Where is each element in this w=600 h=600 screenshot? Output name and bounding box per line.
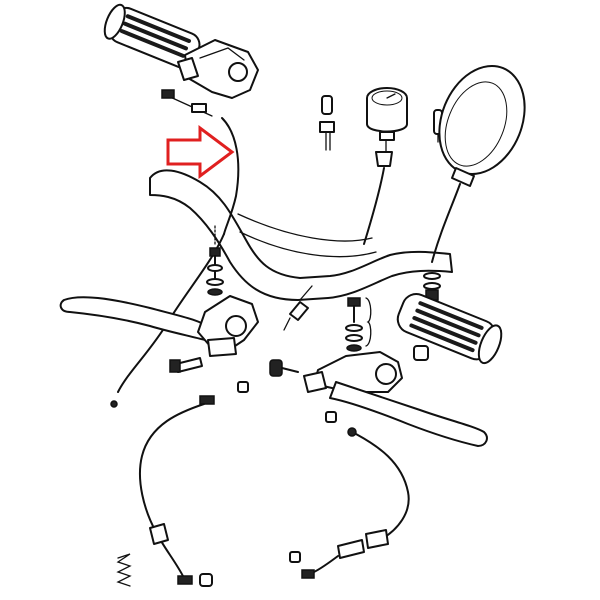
clutch-perch (197, 295, 259, 357)
mirror-stem (431, 183, 461, 263)
cable-end-nut (199, 551, 301, 587)
throttle-housing (177, 39, 259, 99)
brake-perch (303, 351, 403, 393)
perch-bolt (169, 357, 203, 373)
handlebar (149, 169, 453, 301)
clutch-lever (59, 296, 211, 341)
throttle-grip (103, 3, 201, 69)
clutch-cable (138, 395, 215, 585)
brake-lever (329, 381, 488, 447)
cable-clip (237, 381, 337, 423)
right-grip (396, 293, 503, 365)
speedometer-cable (363, 167, 385, 245)
mirror-mount-nut (423, 272, 441, 301)
brake-cable (301, 427, 410, 579)
speedometer (366, 87, 408, 167)
adjuster-screw (269, 359, 299, 377)
bolt-stack-left (206, 225, 224, 296)
indicator-bulb-left (319, 95, 335, 151)
bolt-stack-right (345, 297, 372, 352)
cable-adjuster (283, 285, 313, 331)
arrow-right-icon (166, 125, 235, 179)
mirror (438, 64, 526, 187)
spring (116, 553, 132, 587)
grip-end-plug (413, 345, 429, 361)
